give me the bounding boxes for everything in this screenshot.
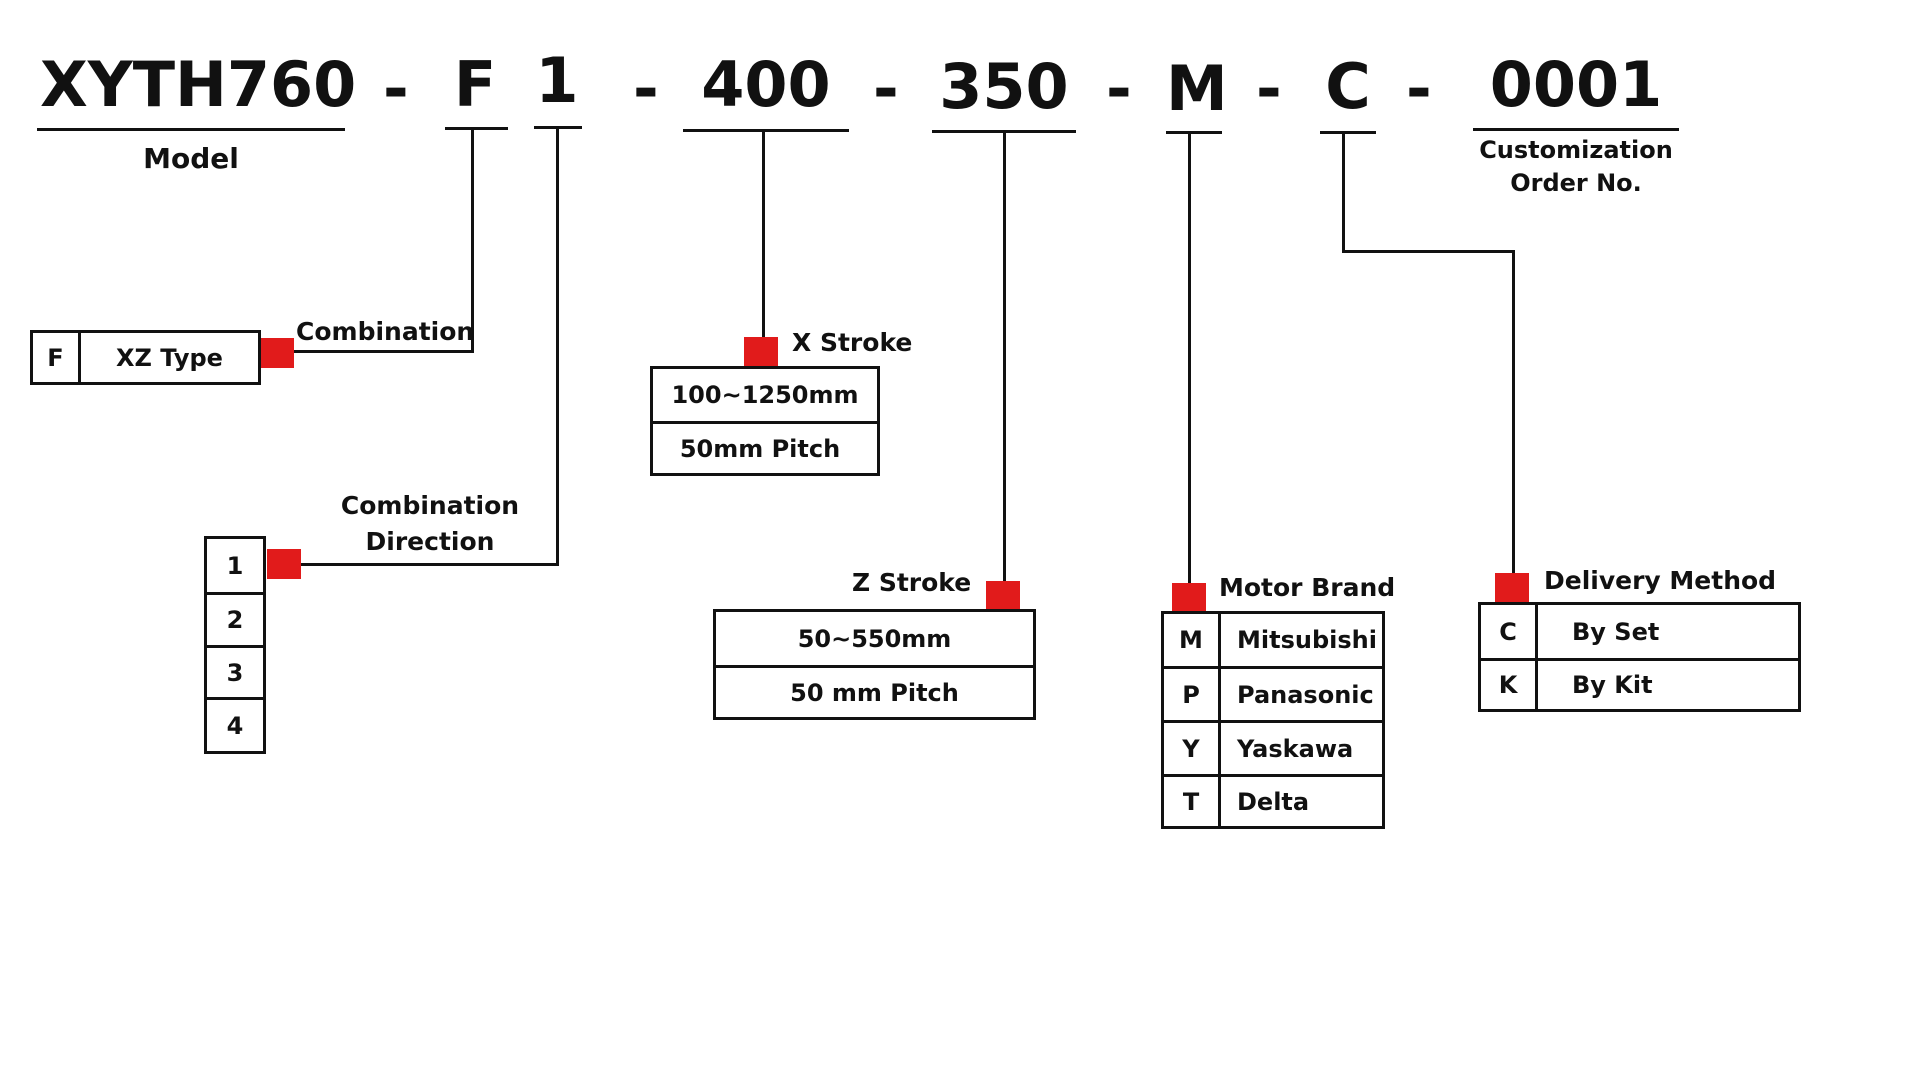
x-stroke-range: 100~1250mm: [671, 381, 859, 409]
x-stroke-underline: [683, 129, 849, 132]
delivery-option-code: K: [1498, 671, 1518, 699]
z-stroke-label: Z Stroke: [852, 568, 972, 597]
combination-connector-horizontal: [290, 350, 474, 353]
direction-table: 1 2 3 4: [204, 536, 266, 754]
separator-6: -: [1406, 52, 1432, 125]
motor-table-divider: [1164, 666, 1382, 669]
delivery-option-desc: By Kit: [1572, 671, 1653, 699]
x-stroke-label: X Stroke: [792, 328, 913, 357]
direction-label-line2: Direction: [365, 527, 495, 556]
motor-code: M: [1166, 52, 1228, 125]
z-stroke-underline: [932, 130, 1076, 133]
separator-4: -: [1106, 52, 1132, 125]
customization-label-line2: Order No.: [1510, 169, 1642, 197]
delivery-connector-drop: [1512, 250, 1515, 575]
direction-option: 1: [226, 551, 244, 580]
delivery-connector-vertical: [1342, 132, 1345, 253]
motor-underline: [1166, 131, 1222, 134]
motor-connector: [1188, 133, 1191, 585]
delivery-option-code: C: [1499, 617, 1517, 646]
z-stroke-table-divider: [716, 665, 1033, 668]
motor-option-code: P: [1182, 680, 1200, 709]
delivery-connector-horizontal: [1342, 250, 1515, 253]
separator-1: -: [383, 52, 409, 125]
direction-connector-vertical: [556, 128, 559, 566]
z-stroke-connector: [1003, 132, 1006, 583]
delivery-option-desc: By Set: [1572, 617, 1660, 646]
delivery-method-label: Delivery Method: [1544, 566, 1777, 595]
combination-code: F: [453, 48, 497, 121]
x-stroke-pitch: 50mm Pitch: [679, 434, 841, 463]
separator-2: -: [633, 52, 659, 125]
delivery-marker: [1495, 573, 1529, 603]
delivery-table-divider: [1535, 605, 1538, 709]
delivery-table-divider: [1481, 658, 1798, 661]
motor-option-code: T: [1182, 787, 1200, 816]
delivery-table: C By Set K By Kit: [1478, 602, 1801, 712]
delivery-underline: [1320, 131, 1376, 134]
direction-marker: [267, 549, 301, 579]
order-number-code: 0001: [1489, 48, 1663, 121]
combination-connector-vertical: [471, 129, 474, 352]
direction-option: 2: [226, 606, 244, 634]
x-stroke-table: 100~1250mm 50mm Pitch: [650, 366, 880, 476]
motor-option-brand: Delta: [1237, 787, 1310, 816]
motor-brand-label: Motor Brand: [1219, 573, 1396, 602]
x-stroke-table-divider: [653, 421, 877, 424]
motor-option-brand: Mitsubishi: [1237, 626, 1377, 654]
direction-table-divider: [207, 697, 263, 700]
model-underline: [37, 128, 345, 131]
model-code: XYTH760: [40, 48, 357, 121]
x-stroke-connector: [762, 131, 765, 339]
motor-option-code: Y: [1182, 734, 1200, 763]
combination-marker: [260, 338, 294, 368]
direction-table-divider: [207, 645, 263, 648]
separator-3: -: [873, 52, 899, 125]
model-label: Model: [143, 142, 239, 175]
motor-option-code: M: [1179, 626, 1203, 654]
motor-option-brand: Panasonic: [1237, 680, 1374, 709]
x-stroke-code: 400: [701, 48, 831, 121]
motor-marker: [1172, 583, 1206, 613]
combination-option-code: F: [47, 343, 64, 372]
combination-option-desc: XZ Type: [116, 343, 223, 372]
separator-5: -: [1256, 52, 1282, 125]
direction-code: 1: [535, 44, 579, 117]
direction-option: 4: [226, 711, 244, 740]
combination-table: F XZ Type: [30, 330, 261, 385]
motor-option-brand: Yaskawa: [1237, 734, 1354, 763]
combination-underline: [445, 127, 508, 130]
direction-connector-horizontal: [298, 563, 559, 566]
combination-label: Combination: [296, 317, 475, 346]
delivery-code: C: [1325, 50, 1371, 123]
motor-table-divider: [1164, 720, 1382, 723]
motor-table-divider: [1164, 774, 1382, 777]
direction-option: 3: [226, 658, 244, 687]
z-stroke-pitch: 50 mm Pitch: [790, 678, 959, 707]
z-stroke-marker: [986, 581, 1020, 611]
combination-table-divider: [78, 333, 81, 382]
order-number-underline: [1473, 128, 1679, 131]
direction-table-divider: [207, 592, 263, 595]
z-stroke-range: 50~550mm: [797, 624, 952, 653]
x-stroke-marker: [744, 337, 778, 367]
z-stroke-table: 50~550mm 50 mm Pitch: [713, 609, 1036, 720]
z-stroke-code: 350: [939, 50, 1069, 123]
direction-underline: [534, 126, 582, 129]
motor-table: M Mitsubishi P Panasonic Y Yaskawa T Del…: [1161, 611, 1385, 829]
direction-label-line1: Combination: [340, 491, 520, 520]
customization-label-line1: Customization: [1479, 136, 1673, 164]
